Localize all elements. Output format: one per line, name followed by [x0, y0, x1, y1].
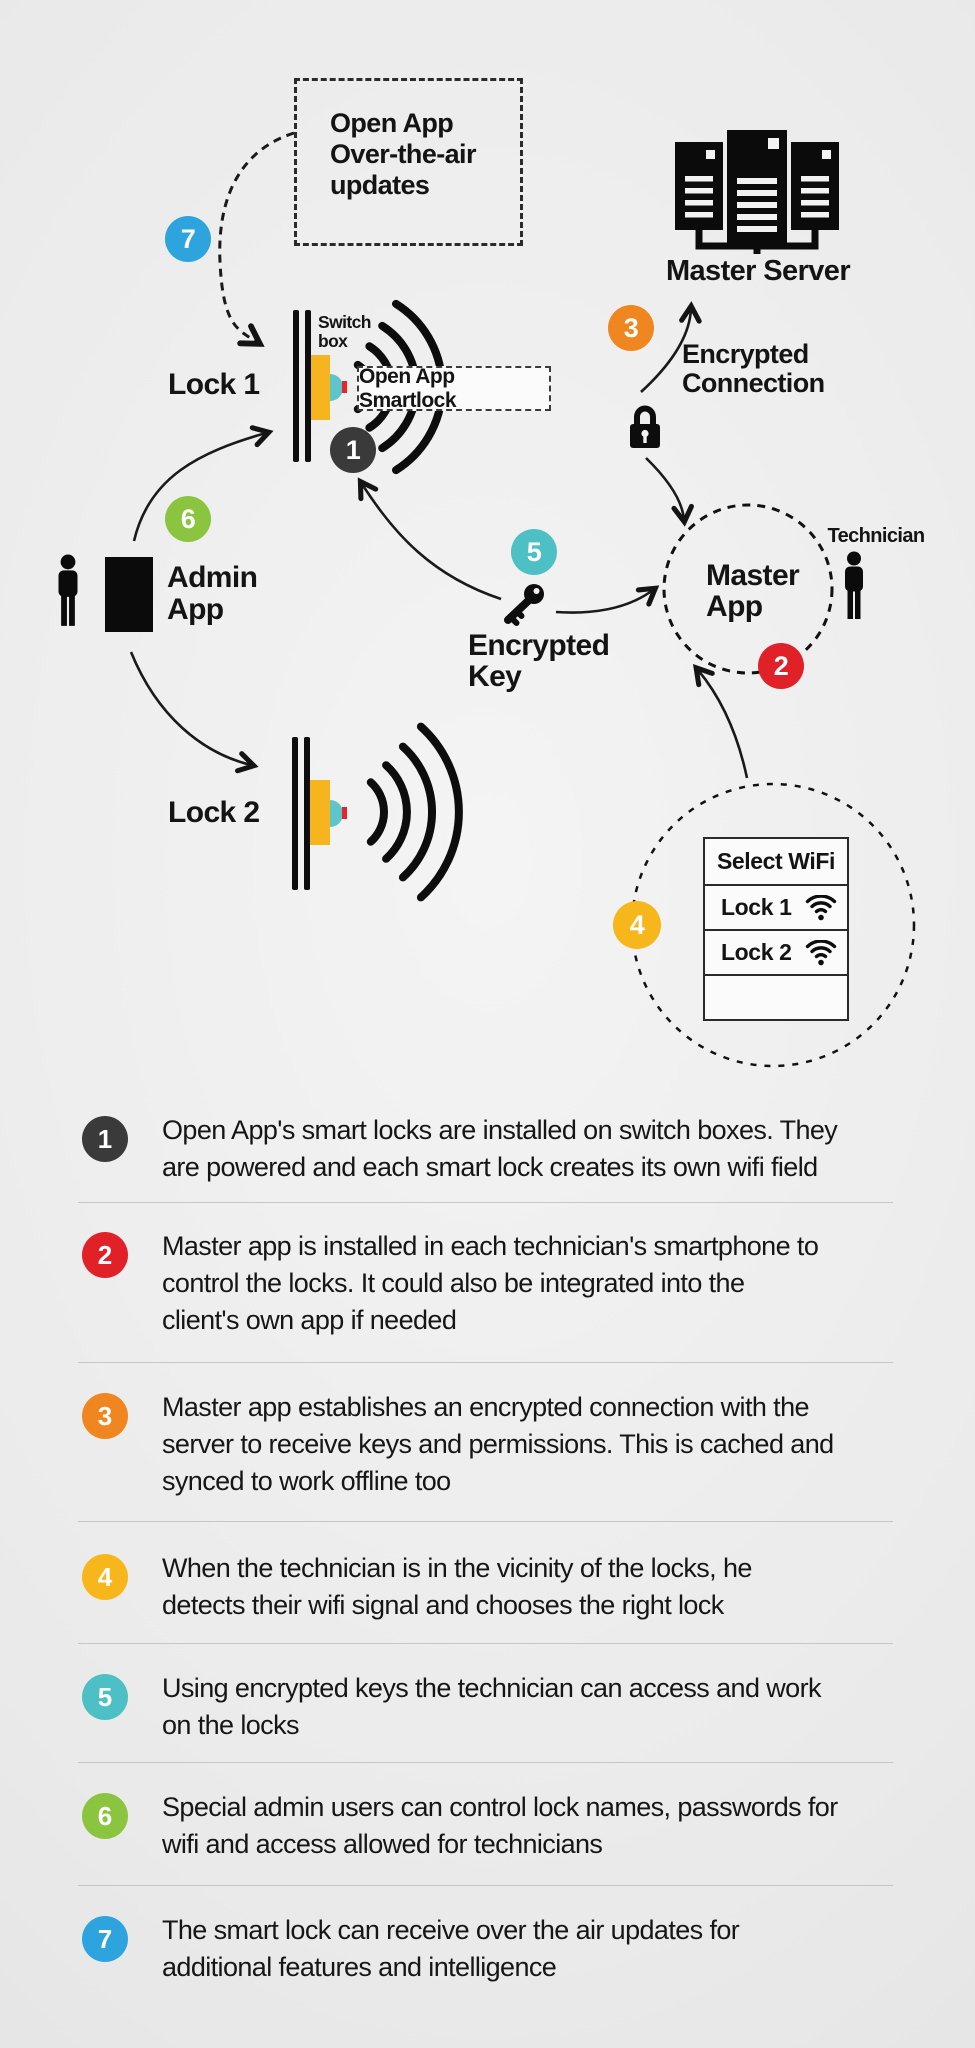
master-server-icon: [675, 130, 839, 254]
lock2-switchbox: [310, 780, 330, 845]
encrypted-key-label: Encrypted Key: [468, 629, 610, 693]
legend-divider: [78, 1762, 893, 1763]
master-app-circle: [662, 503, 834, 675]
legend-text-6: Special admin users can control lock nam…: [162, 1792, 838, 1859]
technician-person-icon: [845, 551, 863, 619]
arrow-badge3-to-master-server: [640, 309, 691, 393]
master-app-label: Master App: [706, 559, 800, 623]
lock2-wall-line: [304, 737, 310, 890]
lock2-smartlock-led: [342, 807, 347, 819]
wifi-select-header-label: Select WiFi: [716, 848, 836, 874]
wifi-option-label: Lock 2: [721, 939, 792, 965]
wifi-field-arcs-lock2: [366, 722, 463, 902]
arrow-admin-to-lock2: [129, 651, 251, 765]
ota-updates-label: Open App Over-the-air updates: [330, 108, 476, 200]
lock2-label: Lock 2: [168, 796, 260, 829]
legend-item-2: 2 Master app is installed in each techni…: [82, 1228, 922, 1339]
legend-item-3: 3 Master app establishes an encrypted co…: [82, 1389, 922, 1500]
lock2-wall-line: [292, 737, 298, 890]
arrow-key-to-master-app: [555, 590, 653, 614]
smartlock-tag-label: Open App Smartlock: [359, 364, 457, 412]
smartlock-tag: Open App Smartlock: [357, 364, 551, 412]
legend-divider: [78, 1202, 893, 1203]
legend-badge-7: 7: [82, 1916, 128, 1962]
legend-text-2: Master app is installed in each technici…: [162, 1231, 819, 1335]
legend-badge-2: 2: [82, 1232, 128, 1278]
legend-item-5: 5 Using encrypted keys the technician ca…: [82, 1670, 922, 1744]
legend-item-7: 7 The smart lock can receive over the ai…: [82, 1912, 922, 1986]
lock1-switchbox-label: Switch box: [318, 312, 371, 351]
arrow-key-to-lock1: [362, 484, 502, 601]
wifi-option-lock2[interactable]: Lock 2: [705, 929, 847, 974]
lock2-smartlock-device: [330, 800, 343, 827]
encrypted-key-icon: [504, 584, 544, 626]
legend-badge-4: 4: [82, 1554, 128, 1600]
legend-divider: [78, 1521, 893, 1522]
lock1-smartlock-device: [330, 374, 343, 401]
legend-text-1: Open App's smart locks are installed on …: [162, 1115, 838, 1182]
master-server-label: Master Server: [665, 255, 851, 287]
legend-item-4: 4 When the technician is in the vicinity…: [82, 1550, 922, 1624]
admin-person-icon: [58, 554, 78, 626]
lock1-switchbox: [311, 355, 330, 420]
legend-item-6: 6 Special admin users can control lock n…: [82, 1789, 922, 1863]
step-badge-5: 5: [511, 529, 557, 575]
admin-phone-icon: [105, 557, 153, 632]
legend-divider: [78, 1885, 893, 1886]
wifi-signal-icon: [805, 895, 837, 921]
legend-badge-1: 1: [82, 1116, 128, 1162]
step-badge-3: 3: [608, 305, 654, 351]
lock1-wall-line: [293, 310, 299, 462]
encrypted-connection-label: Encrypted Connection: [682, 339, 825, 398]
step-badge-1: 1: [330, 427, 376, 473]
diagram-connectors: [129, 131, 916, 1068]
lock1-wall-line: [305, 310, 311, 462]
arrow-padlock-to-master-app: [645, 457, 684, 519]
step-badge-2: 2: [758, 643, 804, 689]
wifi-select-header: Select WiFi: [705, 839, 847, 884]
legend-text-3: Master app establishes an encrypted conn…: [162, 1392, 834, 1496]
padlock-icon: [630, 405, 660, 448]
legend-text-4: When the technician is in the vicinity o…: [162, 1553, 752, 1620]
wifi-option-label: Lock 1: [721, 894, 792, 920]
legend-divider: [78, 1643, 893, 1644]
legend-text-5: Using encrypted keys the technician can …: [162, 1673, 821, 1740]
ota-updates-box: [294, 78, 523, 246]
legend-item-1: 1 Open App's smart locks are installed o…: [82, 1112, 922, 1186]
step-badge-4: 4: [613, 901, 661, 949]
technician-label: Technician: [827, 525, 926, 547]
legend-text-7: The smart lock can receive over the air …: [162, 1915, 740, 1982]
legend-divider: [78, 1362, 893, 1363]
legend-badge-5: 5: [82, 1674, 128, 1720]
wifi-signal-icon: [805, 940, 837, 966]
step-badge-6: 6: [165, 496, 211, 542]
lock1-label: Lock 1: [168, 368, 260, 401]
arrow-wifi-circle-to-master-app: [698, 670, 749, 779]
arrow-ota-to-lock1: [218, 131, 295, 342]
step-badge-7: 7: [165, 216, 211, 262]
legend-badge-6: 6: [82, 1793, 128, 1839]
lock1-smartlock-led: [342, 381, 347, 393]
wifi-option-empty: [705, 974, 847, 1019]
arrow-admin-to-lock1: [132, 433, 266, 542]
wifi-select-circle: [630, 782, 916, 1068]
legend-badge-3: 3: [82, 1393, 128, 1439]
wifi-option-lock1[interactable]: Lock 1: [705, 884, 847, 929]
admin-app-label: Admin App: [167, 561, 258, 626]
wifi-select-panel: Select WiFi Lock 1 Lock 2: [703, 837, 849, 1021]
